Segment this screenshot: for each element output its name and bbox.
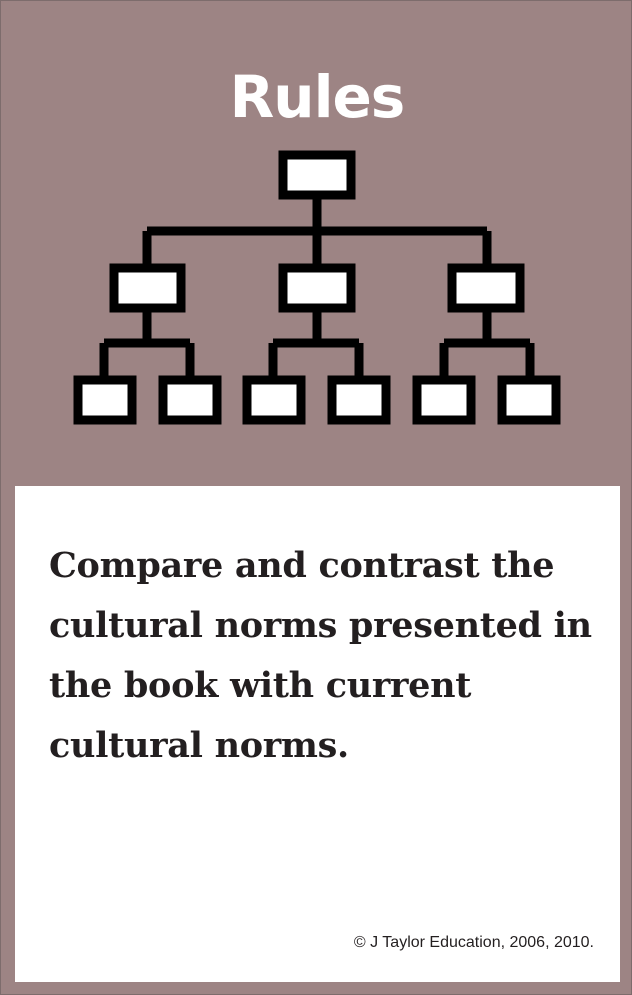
prompt-text: Compare and contrast the cultural norms … [49,545,592,766]
tree-leaf-4 [327,375,391,425]
tree-node-left [109,263,186,313]
tree-leaf-5 [412,375,476,425]
prompt-panel: Compare and contrast the cultural norms … [15,486,620,982]
tree-leaf-3 [242,375,306,425]
card-title: Rules [229,63,406,131]
tree-leaf-2 [158,375,222,425]
tree-leaf-6 [497,375,561,425]
tree-node-root [278,150,356,200]
tree-leaf-1 [73,375,137,425]
tree-node-right [447,263,525,313]
hierarchy-tree-icon [73,150,561,425]
tree-node-center [278,263,356,313]
copyright-notice: © J Taylor Education, 2006, 2010. [353,934,594,951]
